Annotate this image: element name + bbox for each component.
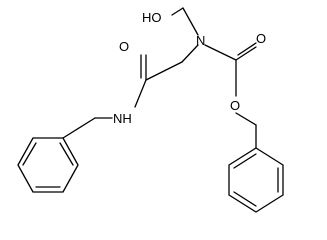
carbamate-nitrogen-label: N (196, 33, 205, 48)
bond-n-carbonyl-c (204, 44, 237, 61)
bond-ho-ch2 (171, 7, 184, 16)
ring-left-double-3 (59, 142, 74, 166)
ester-oxygen-label: O (230, 98, 240, 113)
carbamate-carbonyl-oxygen-label: O (256, 31, 266, 46)
molecule-structure: HO N O O O NH (17, 7, 284, 213)
hydroxyl-label: HO (142, 10, 162, 25)
ring-right-double-2 (233, 191, 257, 207)
benzene-ring-right (228, 147, 284, 213)
bond-ch2-amide-c (145, 61, 183, 81)
ring-left-double-1 (22, 142, 37, 166)
bond-carbonyl-c-o-2 (237, 42, 257, 56)
amide-nitrogen-label: NH (113, 111, 132, 126)
bond-ch2-n (182, 7, 199, 36)
ring-right-double-1 (233, 153, 257, 169)
benzene-ring-left (17, 137, 79, 193)
bond-n-ch2 (181, 44, 199, 63)
amide-oxygen-label: O (119, 39, 129, 54)
bond-ester-o-ch2 (235, 112, 257, 126)
bond-ch2-ring1 (62, 117, 96, 139)
bond-carbonyl-c-o-1 (235, 46, 257, 61)
structure-canvas: HO N O O O NH (17, 7, 284, 213)
bond-amide-c-nh (134, 79, 147, 108)
